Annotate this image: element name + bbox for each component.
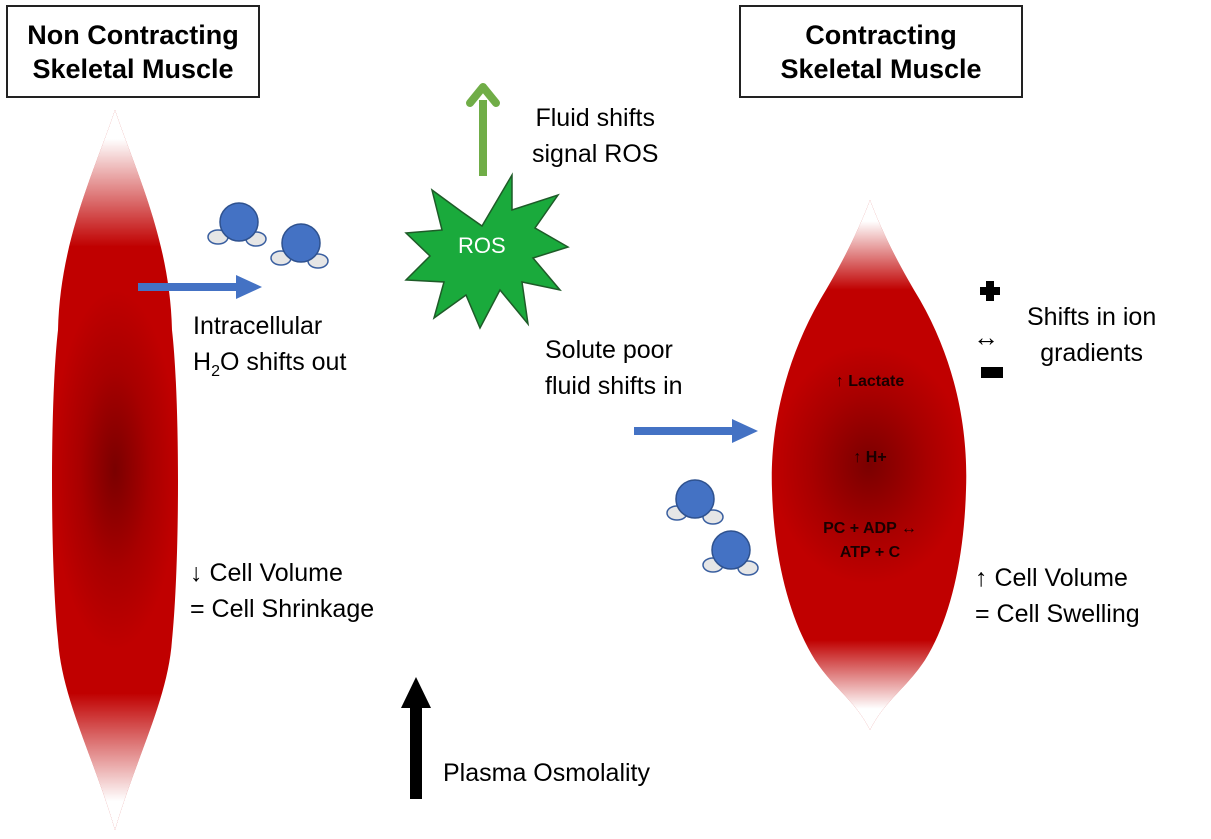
intracellular-line2: H2O shifts out <box>193 344 346 390</box>
water-molecule-icon <box>702 530 759 576</box>
left-panel-title: Non Contracting Skeletal Muscle <box>6 5 260 98</box>
ros-starburst-icon <box>404 172 570 330</box>
water-molecule-icon <box>270 223 329 269</box>
minus-icon <box>981 367 1003 378</box>
h2o-rest: O shifts out <box>219 348 347 376</box>
cell-swelling-label: ↑ Cell Volume = Cell Swelling <box>975 560 1140 632</box>
solute-line2: fluid shifts in <box>545 372 683 400</box>
right-muscle <box>771 200 967 730</box>
water-out-arrow <box>138 275 262 299</box>
shrink-line2: = Cell Shrinkage <box>190 595 375 623</box>
water-molecule-icon <box>666 479 724 525</box>
intracellular-water-label: Intracellular H2O shifts out <box>193 308 346 390</box>
h2o-subscript: 2 <box>211 363 220 380</box>
right-title-line1: Contracting <box>805 19 957 50</box>
cell-shrinkage-label: ↓ Cell Volume = Cell Shrinkage <box>190 555 374 627</box>
plasma-osmolality-label: Plasma Osmolality <box>443 759 650 787</box>
solute-poor-label: Solute poor fluid shifts in <box>545 332 683 404</box>
ion-line1: Shifts in ion <box>1027 303 1157 331</box>
ros-signal-arrow <box>466 83 500 176</box>
ion-gradients-label: Shifts in ion gradients <box>1027 299 1156 371</box>
ros-label: ROS <box>458 233 506 258</box>
intracellular-line1: Intracellular <box>193 312 323 340</box>
plasma-osmolality-arrow <box>401 677 431 799</box>
left-title-line2: Skeletal Muscle <box>32 53 234 84</box>
swell-line1: ↑ Cell Volume <box>975 564 1128 592</box>
pc-adp-label: PC + ADP ↔ ATP + C <box>790 517 950 565</box>
solute-line1: Solute poor <box>545 336 673 364</box>
shrink-line1: ↓ Cell Volume <box>190 559 343 587</box>
left-title-line1: Non Contracting <box>27 19 239 50</box>
water-molecule-icon <box>207 202 267 247</box>
fluid-signal-label: Fluid shifts signal ROS <box>532 100 658 172</box>
fluid-signal-line1: Fluid shifts <box>535 104 655 132</box>
fluid-signal-line2: signal ROS <box>532 140 659 168</box>
h2o-h: H <box>193 348 212 376</box>
left-muscle <box>52 110 178 830</box>
right-panel-title: Contracting Skeletal Muscle <box>739 5 1023 98</box>
lactate-label: ↑ Lactate <box>835 373 905 390</box>
ion-line2: gradients <box>1040 339 1144 367</box>
right-title-line2: Skeletal Muscle <box>780 53 982 84</box>
fluid-in-arrow <box>634 419 758 443</box>
bidirectional-arrow-icon: ↔ <box>973 322 999 352</box>
hplus-label: ↑ H+ <box>853 449 887 466</box>
pc-line1: PC + ADP ↔ <box>823 520 917 537</box>
swell-line2: = Cell Swelling <box>975 600 1140 628</box>
plus-icon <box>980 281 1000 301</box>
pc-line2: ATP + C <box>839 544 901 561</box>
